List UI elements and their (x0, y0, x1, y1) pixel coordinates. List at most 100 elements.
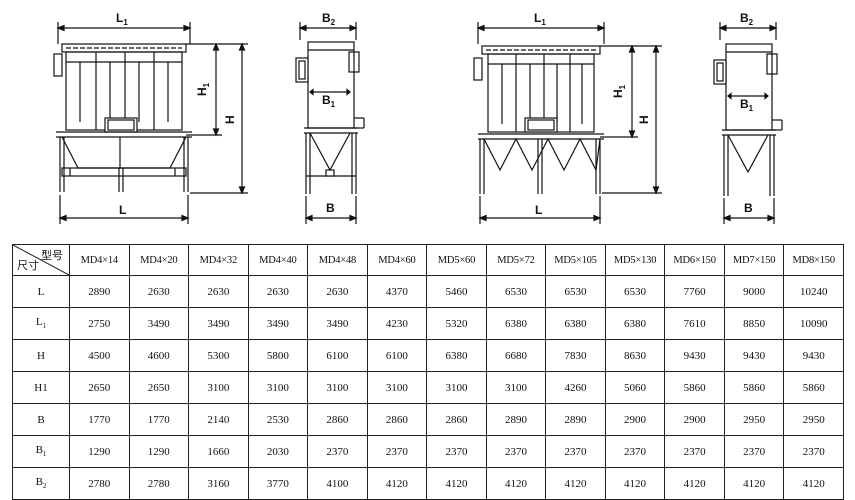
table-cell: 4120 (664, 467, 725, 500)
table-cell: 7610 (664, 307, 725, 340)
table-cell: 2650 (128, 371, 190, 404)
row-label: L (12, 275, 70, 308)
table-cell: 6530 (604, 275, 666, 308)
table-cell: 3100 (485, 371, 547, 404)
table-cell: 9430 (664, 339, 725, 372)
column-header-model: MD7×150 (723, 244, 785, 276)
front-view-drawing-1 (53, 22, 248, 224)
table-cell: 4500 (69, 339, 130, 372)
dim-label-B2: B2 (740, 11, 754, 27)
column-header-model: MD4×14 (69, 244, 130, 276)
table-cell: 9000 (723, 275, 785, 308)
table-cell: 2630 (128, 275, 190, 308)
row-label-subscript: 1 (42, 450, 47, 459)
table-cell: 4600 (128, 339, 190, 372)
dim-label-L: L (119, 203, 126, 217)
table-cell: 2950 (783, 403, 844, 436)
table-cell: 5800 (247, 339, 309, 372)
column-header-model: MD5×130 (604, 244, 666, 276)
row-label: B1 (12, 435, 70, 468)
table-cell: 2900 (604, 403, 666, 436)
table-cell: 2630 (247, 275, 309, 308)
table-cell: 4230 (366, 307, 428, 340)
table-cell: 1290 (69, 435, 130, 468)
column-header-model: MD5×60 (426, 244, 487, 276)
table-cell: 1770 (128, 403, 190, 436)
table-cell: 9430 (783, 339, 844, 372)
table-cell: 4100 (307, 467, 368, 500)
dim-label-B: B (744, 201, 753, 215)
table-cell: 6380 (426, 339, 487, 372)
table-cell: 2370 (604, 435, 666, 468)
dim-label-L1: L1 (534, 11, 546, 27)
table-corner-cell: 型号 尺寸 (12, 244, 70, 276)
table-cell: 4260 (545, 371, 606, 404)
table-cell: 4120 (545, 467, 606, 500)
table-cell: 5860 (664, 371, 725, 404)
column-header-model: MD4×60 (366, 244, 428, 276)
dim-label-H1: H1 (611, 84, 627, 98)
table-cell: 6680 (485, 339, 547, 372)
table-cell: 2370 (783, 435, 844, 468)
table-cell: 3100 (366, 371, 428, 404)
row-label-text: L (37, 285, 45, 298)
corner-size-label: 尺寸 (17, 260, 39, 272)
row-label-text: L (35, 316, 43, 329)
table-cell: 3490 (307, 307, 368, 340)
table-cell: 2370 (366, 435, 428, 468)
table-cell: 10240 (783, 275, 844, 308)
table-cell: 3490 (247, 307, 309, 340)
dim-label-H1: H1 (195, 82, 211, 96)
dim-label-B: B (326, 201, 335, 215)
row-label: B2 (12, 467, 70, 500)
table-cell: 7830 (545, 339, 606, 372)
table-cell: 2780 (69, 467, 130, 500)
row-label: H (12, 339, 70, 372)
table-cell: 3160 (188, 467, 249, 500)
table-cell: 4120 (366, 467, 428, 500)
row-label-text: H1 (34, 381, 48, 394)
row-label-text: B (35, 476, 43, 489)
table-cell: 5320 (426, 307, 487, 340)
equipment-drawings: L1 H1 H L B2 B1 B L1 H1 H L B2 B1 B (53, 11, 783, 224)
table-cell: 5300 (188, 339, 249, 372)
table-cell: 2530 (247, 403, 309, 436)
table-cell: 2630 (307, 275, 368, 308)
table-cell: 6530 (545, 275, 606, 308)
row-label-text: B (37, 413, 45, 426)
column-header-model: MD4×48 (307, 244, 368, 276)
row-label-text: B (35, 444, 43, 457)
table-cell: 9430 (723, 339, 785, 372)
table-cell: 6380 (604, 307, 666, 340)
row-label: L1 (12, 307, 70, 340)
table-cell: 2860 (426, 403, 487, 436)
column-header-model: MD4×40 (247, 244, 309, 276)
column-header-model: MD4×32 (188, 244, 249, 276)
table-cell: 4120 (485, 467, 547, 500)
table-cell: 8630 (604, 339, 666, 372)
table-cell: 5460 (426, 275, 487, 308)
column-header-model: MD5×72 (485, 244, 547, 276)
table-cell: 6100 (307, 339, 368, 372)
table-cell: 5060 (604, 371, 666, 404)
table-cell: 2370 (485, 435, 547, 468)
table-cell: 3100 (247, 371, 309, 404)
table-cell: 6380 (485, 307, 547, 340)
dim-label-B1: B1 (740, 97, 754, 113)
table-cell: 2140 (188, 403, 249, 436)
row-label: B (12, 403, 70, 436)
table-cell: 4120 (783, 467, 844, 500)
table-cell: 3490 (188, 307, 249, 340)
side-view-drawing-2 (713, 22, 783, 224)
dim-label-H: H (223, 115, 237, 124)
corner-model-label: 型号 (41, 250, 63, 262)
table-cell: 4370 (366, 275, 428, 308)
